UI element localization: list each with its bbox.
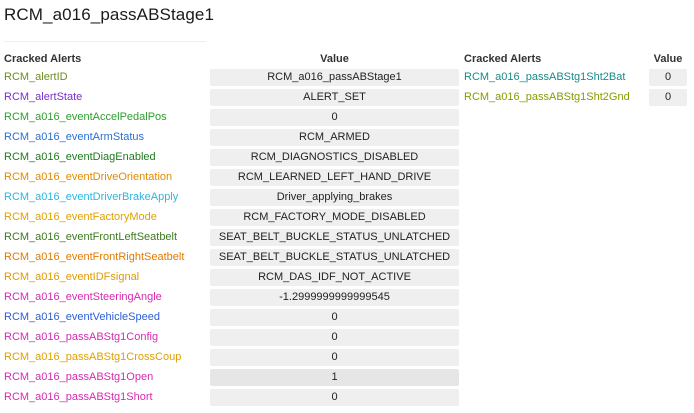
alert-name: RCM_alertID	[4, 71, 68, 83]
alert-value: RCM_LEARNED_LEFT_HAND_DRIVE	[210, 169, 459, 186]
alert-name: RCM_a016_eventArmStatus	[4, 131, 145, 143]
alert-name: RCM_alertState	[4, 91, 83, 103]
alert-value: RCM_FACTORY_MODE_DISABLED	[210, 209, 459, 226]
alert-value: 0	[210, 109, 459, 126]
alert-name: RCM_a016_eventIDFsignal	[4, 271, 140, 283]
left-header-value: Value	[320, 53, 349, 65]
alert-value: SEAT_BELT_BUCKLE_STATUS_UNLATCHED	[210, 249, 459, 266]
alert-value: ALERT_SET	[210, 89, 459, 106]
alert-name: RCM_a016_eventVehicleSpeed	[4, 311, 160, 323]
alert-name: RCM_a016_eventFrontLeftSeatbelt	[4, 231, 178, 243]
alert-name: RCM_a016_passABStg1Sht2Bat	[464, 71, 626, 83]
right-header-value: Value	[653, 53, 683, 65]
alert-value: -1.2999999999999545	[210, 289, 459, 306]
alert-value: RCM_DAS_IDF_NOT_ACTIVE	[210, 269, 459, 286]
alert-name: RCM_a016_eventSteeringAngle	[4, 291, 162, 303]
alert-value: 0	[210, 329, 459, 346]
alert-value: 0	[649, 89, 687, 106]
alert-value: 0	[210, 309, 459, 326]
alert-value: 0	[210, 389, 459, 406]
alert-value: RCM_a016_passABStage1	[210, 69, 459, 86]
alert-value: 0	[649, 69, 687, 86]
alert-name: RCM_a016_eventDiagEnabled	[4, 151, 156, 163]
title-divider	[4, 41, 206, 42]
alert-value: Driver_applying_brakes	[210, 189, 459, 206]
alert-name: RCM_a016_eventAccelPedalPos	[4, 111, 167, 123]
alert-value: SEAT_BELT_BUCKLE_STATUS_UNLATCHED	[210, 229, 459, 246]
alert-name: RCM_a016_passABStg1CrossCoup	[4, 351, 182, 363]
page-title: RCM_a016_passABStage1	[4, 5, 215, 24]
alert-value: 0	[210, 349, 459, 366]
alert-value: RCM_ARMED	[210, 129, 459, 146]
alert-name: RCM_a016_eventFactoryMode	[4, 211, 157, 223]
alert-name: RCM_a016_passABStg1Open	[4, 371, 154, 383]
right-header-alerts: Cracked Alerts	[464, 53, 542, 65]
alert-value: RCM_DIAGNOSTICS_DISABLED	[210, 149, 459, 166]
alert-name: RCM_a016_eventFrontRightSeatbelt	[4, 251, 185, 263]
alert-name: RCM_a016_eventDriveOrientation	[4, 171, 173, 183]
left-header-alerts: Cracked Alerts	[4, 53, 82, 65]
alert-value: 1	[210, 369, 459, 386]
alert-name: RCM_a016_passABStg1Sht2Gnd	[464, 91, 630, 103]
alert-name: RCM_a016_passABStg1Config	[4, 331, 159, 343]
alert-name: RCM_a016_eventDriverBrakeApply	[4, 191, 179, 203]
alert-name: RCM_a016_passABStg1Short	[4, 391, 153, 403]
